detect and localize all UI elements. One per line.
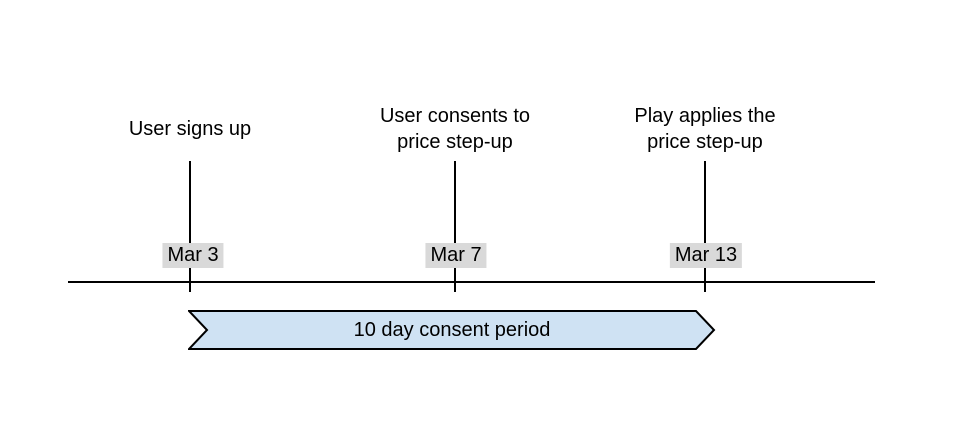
chevron-banner-shape xyxy=(188,310,716,350)
date-label: Mar 13 xyxy=(669,243,743,268)
consent-period-banner: 10 day consent period xyxy=(188,310,716,350)
timeline-axis xyxy=(68,281,875,283)
event-label-user-consents: User consents to price step-up xyxy=(379,105,531,153)
event-label-play-applies: Play applies the price step-up xyxy=(634,105,776,153)
event-marker-line xyxy=(454,161,456,292)
date-label: Mar 7 xyxy=(425,243,487,268)
date-label: Mar 3 xyxy=(162,243,224,268)
consent-period-label: 10 day consent period xyxy=(353,318,551,341)
event-marker-line xyxy=(189,161,191,292)
event-label-user-signs-up: User signs up xyxy=(128,118,252,140)
event-marker-line xyxy=(704,161,706,292)
